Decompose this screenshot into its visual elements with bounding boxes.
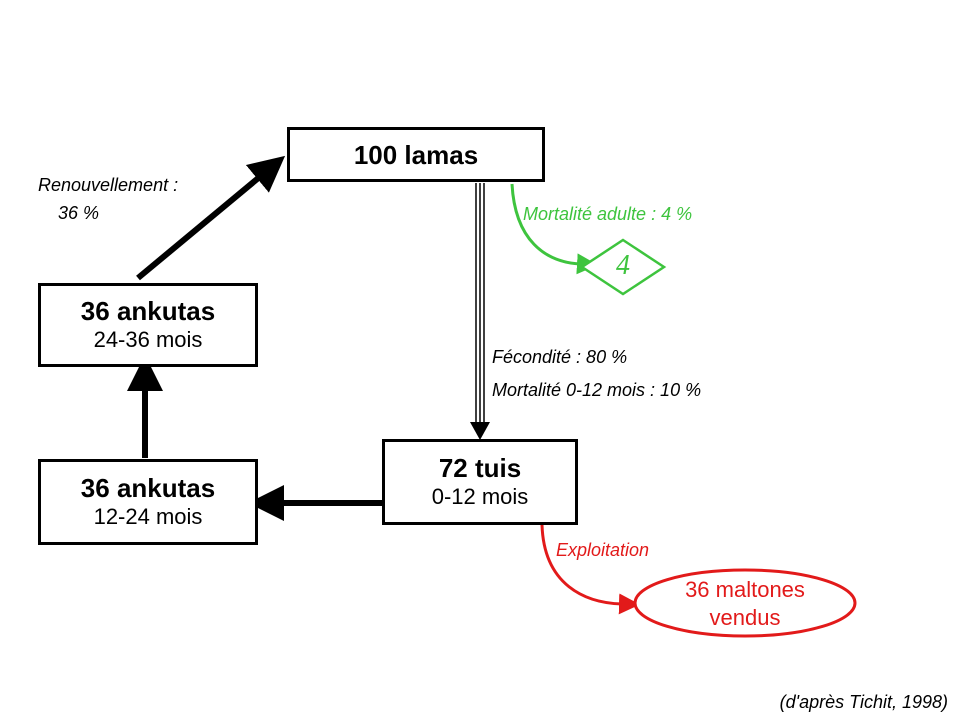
sold-label-line1: 36 maltones	[685, 577, 805, 602]
box-ankutas-24-36: 36 ankutas 24-36 mois	[38, 283, 258, 367]
sold-label-line2: vendus	[709, 605, 781, 630]
box-ankutas-12-24-age: 12-24 mois	[93, 504, 203, 529]
sold-ellipse	[633, 568, 857, 638]
box-100-lamas: 100 lamas	[287, 127, 545, 182]
arrow-exploitation	[540, 524, 640, 615]
label-adult-mortality: Mortalité adulte : 4 %	[523, 204, 693, 224]
box-100-lamas-title: 100 lamas	[353, 139, 479, 170]
arrow-adult-mortality	[510, 183, 598, 275]
box-ankutas-24-36-title: 36 ankutas	[80, 296, 216, 326]
arrow-fecundity	[470, 183, 490, 440]
box-ankutas-12-24: 36 ankutas 12-24 mois	[38, 459, 258, 545]
box-ankutas-12-24-title: 36 ankutas	[80, 473, 216, 503]
label-renewal: Renouvellement : 36 %	[38, 174, 178, 224]
box-72-tuis-title: 72 tuis	[438, 453, 522, 483]
label-exploitation: Exploitation	[556, 540, 650, 560]
label-renewal-line1: Renouvellement :	[38, 175, 179, 195]
mortality-count: 4	[616, 250, 630, 281]
arrow-renewal	[136, 155, 286, 281]
box-72-tuis-age: 0-12 mois	[431, 484, 529, 509]
label-renewal-line2: 36 %	[58, 203, 100, 223]
source-citation: (d'après Tichit, 1998)	[779, 692, 948, 712]
label-fecundity: Fécondité : 80 %	[492, 347, 628, 367]
label-young-mortality: Mortalité 0-12 mois : 10 %	[492, 380, 702, 400]
box-ankutas-24-36-age: 24-36 mois	[93, 327, 203, 352]
mortality-diamond	[579, 238, 667, 296]
box-72-tuis: 72 tuis 0-12 mois	[382, 439, 578, 525]
sold-label: 36 maltones vendus	[635, 576, 855, 632]
